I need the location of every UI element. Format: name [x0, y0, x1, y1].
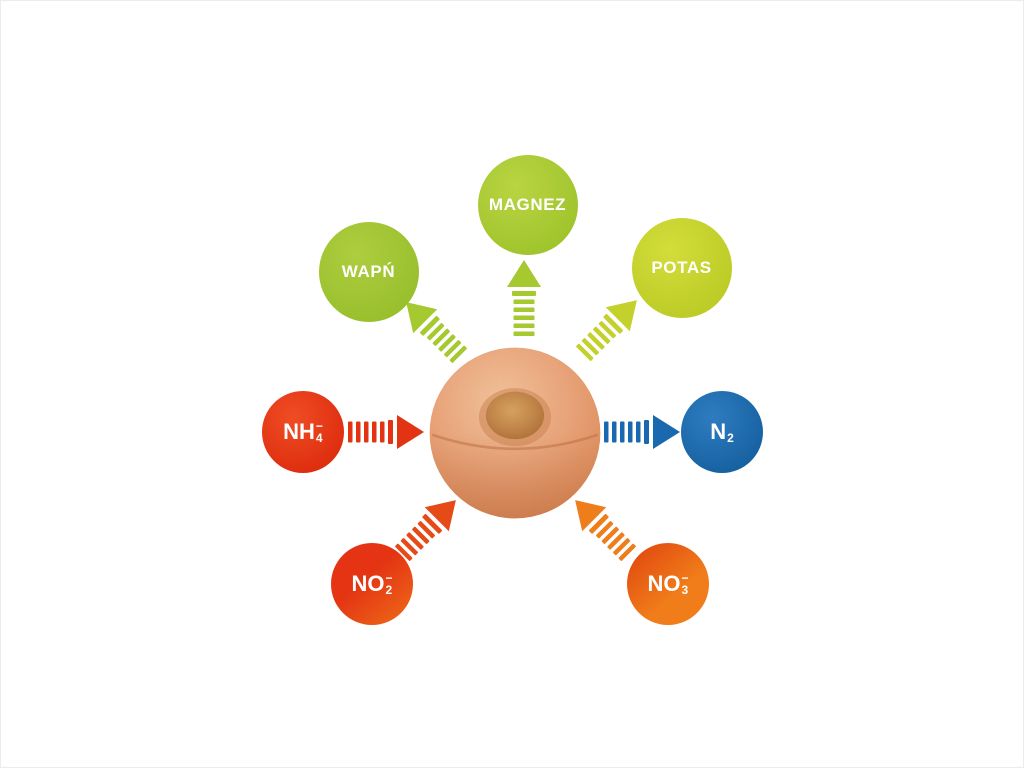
- formula-scripts: − 4: [316, 420, 323, 444]
- node-label-base: NO: [647, 571, 681, 596]
- node-label: POTAS: [651, 256, 712, 280]
- arrow-to-potas: [571, 288, 649, 366]
- arrow-to-wapn: [394, 290, 472, 368]
- granule-sphere-illustration: [427, 345, 603, 521]
- superscript: −: [315, 419, 323, 433]
- arrow-to-n2: [604, 415, 680, 449]
- striped-arrow-icon: [395, 500, 456, 561]
- node-n2: N 2: [681, 391, 763, 473]
- node-label: MAGNEZ: [489, 193, 567, 217]
- striped-arrow-icon: [576, 300, 637, 361]
- node-label-base: POTAS: [651, 258, 712, 277]
- striped-arrow-icon: [507, 260, 541, 336]
- arrow-from-nh4: [348, 415, 424, 449]
- granule-icon: [429, 347, 601, 519]
- formula-scripts: − 3: [681, 572, 688, 596]
- node-label-base: NO: [351, 571, 385, 596]
- node-label: NO − 2: [351, 571, 392, 597]
- arrow-from-no3: [563, 488, 641, 566]
- subscript: 2: [385, 583, 393, 597]
- superscript: −: [385, 571, 393, 585]
- node-wapn: WAPŃ: [319, 222, 419, 322]
- striped-arrow-icon: [406, 302, 467, 363]
- striped-arrow-icon: [348, 415, 424, 449]
- striped-arrow-icon: [575, 500, 636, 561]
- node-label-base: N: [710, 419, 727, 444]
- subscript: 2: [727, 431, 734, 445]
- striped-arrow-icon: [604, 415, 680, 449]
- formula-scripts: 2: [727, 420, 734, 444]
- node-label: NO − 3: [647, 571, 688, 597]
- arrow-to-magnez: [507, 260, 541, 336]
- node-potas: POTAS: [632, 218, 732, 318]
- node-label-base: WAPŃ: [341, 262, 396, 281]
- arrow-from-no2: [390, 488, 468, 566]
- superscript: −: [681, 571, 689, 585]
- node-magnez: MAGNEZ: [478, 155, 578, 255]
- node-label-base: MAGNEZ: [488, 195, 567, 214]
- subscript: 4: [315, 431, 323, 445]
- node-no3: NO − 3: [627, 543, 709, 625]
- node-nh4: NH − 4: [262, 391, 344, 473]
- node-no2: NO − 2: [331, 543, 413, 625]
- subscript: 3: [681, 583, 689, 597]
- node-label-base: NH: [283, 419, 315, 444]
- node-label: WAPŃ: [342, 260, 396, 284]
- formula-scripts: − 2: [385, 572, 392, 596]
- node-label: N 2: [710, 419, 734, 445]
- node-label: NH − 4: [283, 419, 323, 445]
